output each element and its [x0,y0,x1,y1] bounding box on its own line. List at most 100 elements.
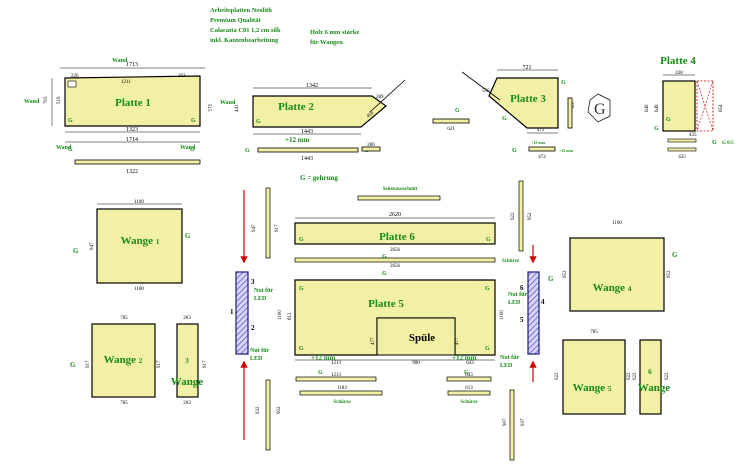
nut-label: Nut für [250,348,270,354]
platte-4-label: Platte 4 [660,55,696,67]
strip1-dim: 1213 [331,373,342,378]
wange-2-top-dim: 785 [120,316,128,321]
nut-label: Nut für [500,355,520,361]
header-block: Arbeitsplatten Neolith Premium Qualität … [210,7,359,46]
wange-1-top-dim: 1100 [134,200,144,205]
wange-3-top-dim: 263 [183,316,191,321]
header-line-1: Arbeitsplatten Neolith [210,7,272,14]
wange-3-right-dim: 917 [203,360,208,368]
spuele-label: Spüle [409,332,435,344]
right-bottom2-dim: 937 [521,418,526,426]
platte-6-strip-dim: 2656 [390,264,401,269]
platte-2-left-dim: 441 [235,104,240,112]
gehrung-marker: G [245,148,250,154]
wange-6-slab [639,339,662,415]
platte-4: Platte 4 438 649 649 654 G G 435 G G 0:5… [645,55,734,160]
wange-6-label: Wange [638,382,671,394]
platte-1-bottom2-dim: 1714 [126,137,138,143]
wange-6-left-dim: 922 [633,372,638,380]
schuerze1-dim: 1183 [337,386,347,391]
platte-2-small-dim: 200 [367,143,375,148]
led-label: LED [254,296,267,302]
gehrung-marker: G [502,116,507,122]
wange-2-slab [91,323,156,398]
plus-12-label: +12 mm [559,148,574,153]
platte-6-bottom-dim: 2656 [390,248,401,253]
gehrung-marker: G [712,140,717,146]
note-line-1: Holz 6 mm stärke [310,29,359,36]
platte-1-strip-dim: 1322 [126,169,138,175]
platte-4-top-dim: 438 [675,71,683,76]
platte-1-slab [64,75,201,127]
platte-4-slab [662,80,696,132]
wange-1: 1100 Wange 1 947 G G 1100 [73,200,191,292]
platte-3-bottom-strip [528,146,556,152]
platte-2-strip-dim: 1443 [301,156,313,162]
platte-2-top-dim: 1342 [306,83,318,89]
gehrung-marker: G [68,118,73,124]
wange-2-left-dim: 917 [86,360,91,368]
gehrung-marker: G [485,346,490,352]
platte-1-top-dim: 1713 [126,62,138,68]
gehrung-marker: G [73,247,79,255]
plus-12-label: +12 mm [531,140,546,145]
wange-1-slab [96,208,183,284]
sink-height-dim: 477 [371,337,376,345]
header-line-2: Premium Qualität [210,17,261,24]
gehrung-marker: G [382,271,387,277]
right-side-detail: 922 952 6 4 5 Nut für LED Nut für LED 90… [500,180,545,461]
platte-6-top-dim: 2620 [389,212,401,218]
platte-4-strip [667,138,697,143]
gehrung-marker: G [70,361,76,369]
schuerze-label: Schürze [333,400,351,405]
side-number: 1 [230,308,234,316]
platte-1-label: Platte 1 [115,97,151,109]
legend-gehrung: G = gehrung [300,174,338,182]
platte-6: Seitenausschnitt 2620 Platte 6 G G 2656 … [294,187,520,277]
platte-5-right-dim: 1100 [500,310,505,320]
platte-1-left-dim: 703 [44,96,49,104]
wand-label: Wand [180,145,196,151]
nut-label: Nut für [508,292,528,298]
small-dim: 226 [71,74,79,79]
right-top-dim: 922 [511,212,516,220]
wange-4-top-dim: 1100 [612,221,622,226]
wange-4-label: Wange 4 [593,282,632,294]
gehrung-marker: G [382,254,387,260]
wange-3: 263 3 Wange 917 263 [171,316,208,406]
side-strip [518,180,524,252]
gehrung-marker: G [455,108,460,114]
platte-3-strip [432,118,470,124]
platte-1-right-dim: 515 [206,104,211,112]
wange-6-right-dim: 922 [665,372,670,380]
gehrung-marker: G [299,237,304,243]
wand-label: Wand [56,145,72,151]
led-label: LED [500,363,513,369]
plus-12-label: +12 mm [452,354,477,362]
platte-3-right-dim: 637 [571,100,576,108]
platte-3-side-strip [567,97,573,129]
header-line-4: inkl. Kantenbearbeitung [210,37,279,44]
header-line-3: Calacatta C01 1,2 cm silk [210,27,281,34]
g-glyph-text: G [594,101,606,118]
gehrung-marker: G [464,370,469,376]
sink-height-dim: 477 [455,337,460,345]
side-number: 3 [251,278,255,286]
gehrung-marker: G [672,251,678,259]
platte-2-slab [252,95,387,128]
platte-2: 1342 Platte 2 441 Wand 456 289 G 1443 +1… [220,79,406,162]
side-strip [265,187,271,259]
platte-3-bottom1-dim: 472 [537,128,545,133]
wange-4-left-dim: 952 [563,270,568,278]
left-bottom-dim: 932 [256,406,261,414]
platte-2-label: Platte 2 [278,101,314,113]
platte-5-strip-1 [295,376,377,382]
gehrung-marker: G [190,147,195,153]
wange-1-label: Wange 1 [121,235,160,247]
wange-2: 785 Wange 2 917 G 785 917 [70,316,162,406]
right-top2-dim: 952 [528,212,533,220]
platte-3-strip-dim: 621 [447,127,455,132]
led-channel [235,271,249,355]
wand-label: Wand [220,100,236,106]
platte-5: Platte 5 Spüle G G G G 812 1100 1100 477… [278,279,505,405]
